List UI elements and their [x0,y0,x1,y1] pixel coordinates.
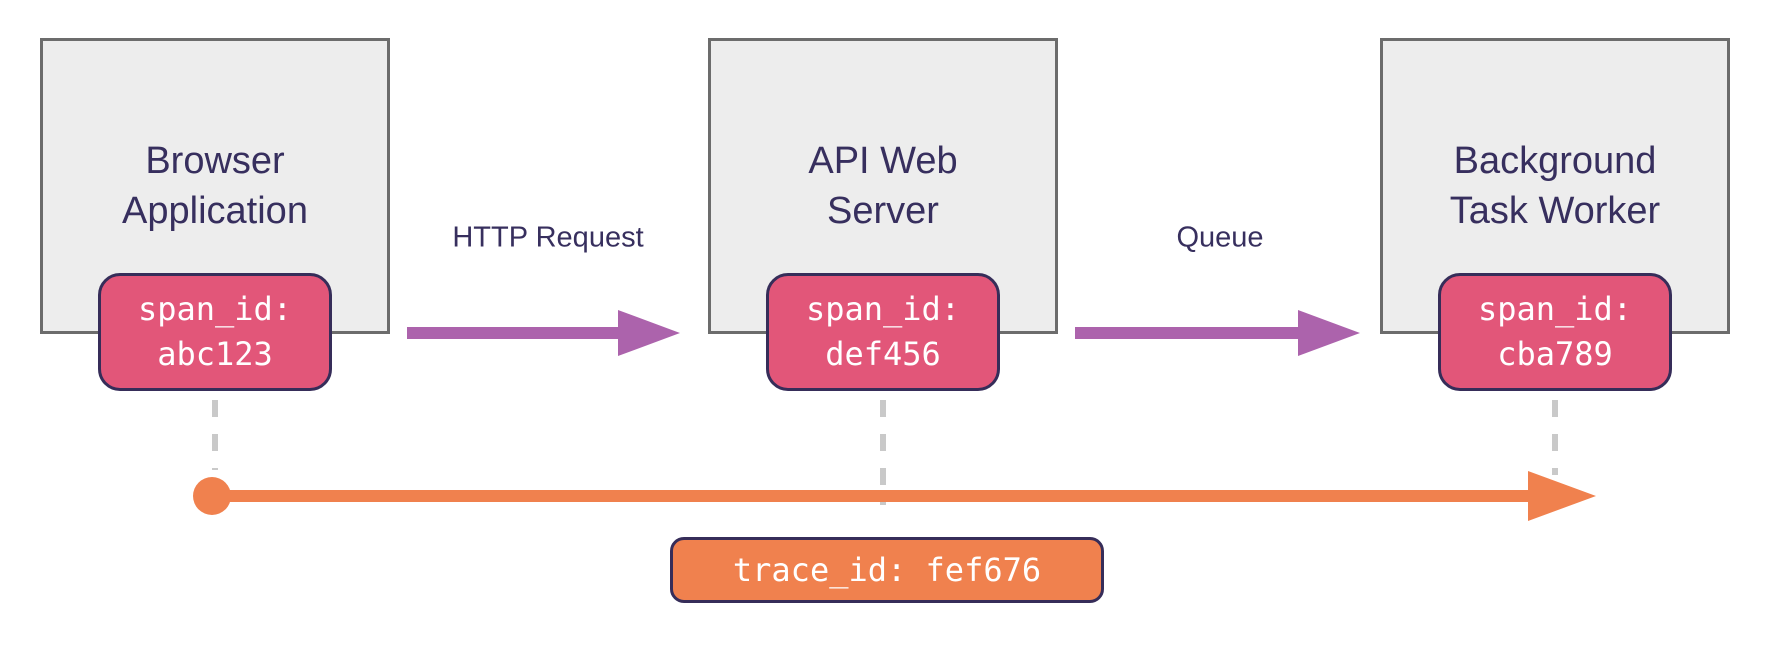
node-title: API Web Server [808,139,958,232]
edge-label-http-request: HTTP Request [452,221,644,254]
trace-id-badge: trace_id: fef676 [670,537,1104,603]
span-id-label: span_id: [137,290,293,329]
span-id-value: abc123 [157,335,273,373]
queue-arrow [1075,310,1360,356]
timeline-start-dot [193,477,231,515]
trace-timeline-arrow [193,471,1596,521]
span-id-value: cba789 [1497,335,1613,373]
span-badge-worker: span_id: cba789 [1438,273,1672,391]
span-id-value: def456 [825,335,941,373]
timeline-arrowhead [1528,471,1596,521]
node-browser-application: Browser Application [40,38,390,334]
span-badge-api: span_id: def456 [766,273,1000,391]
span-id-label: span_id: [1477,290,1633,329]
node-title: Browser Application [122,139,308,232]
edge-label-queue: Queue [1176,221,1264,254]
span-badge-browser: span_id: abc123 [98,273,332,391]
node-title: Background Task Worker [1449,139,1661,232]
span-id-label: span_id: [805,290,961,329]
http-request-arrow [407,310,680,356]
